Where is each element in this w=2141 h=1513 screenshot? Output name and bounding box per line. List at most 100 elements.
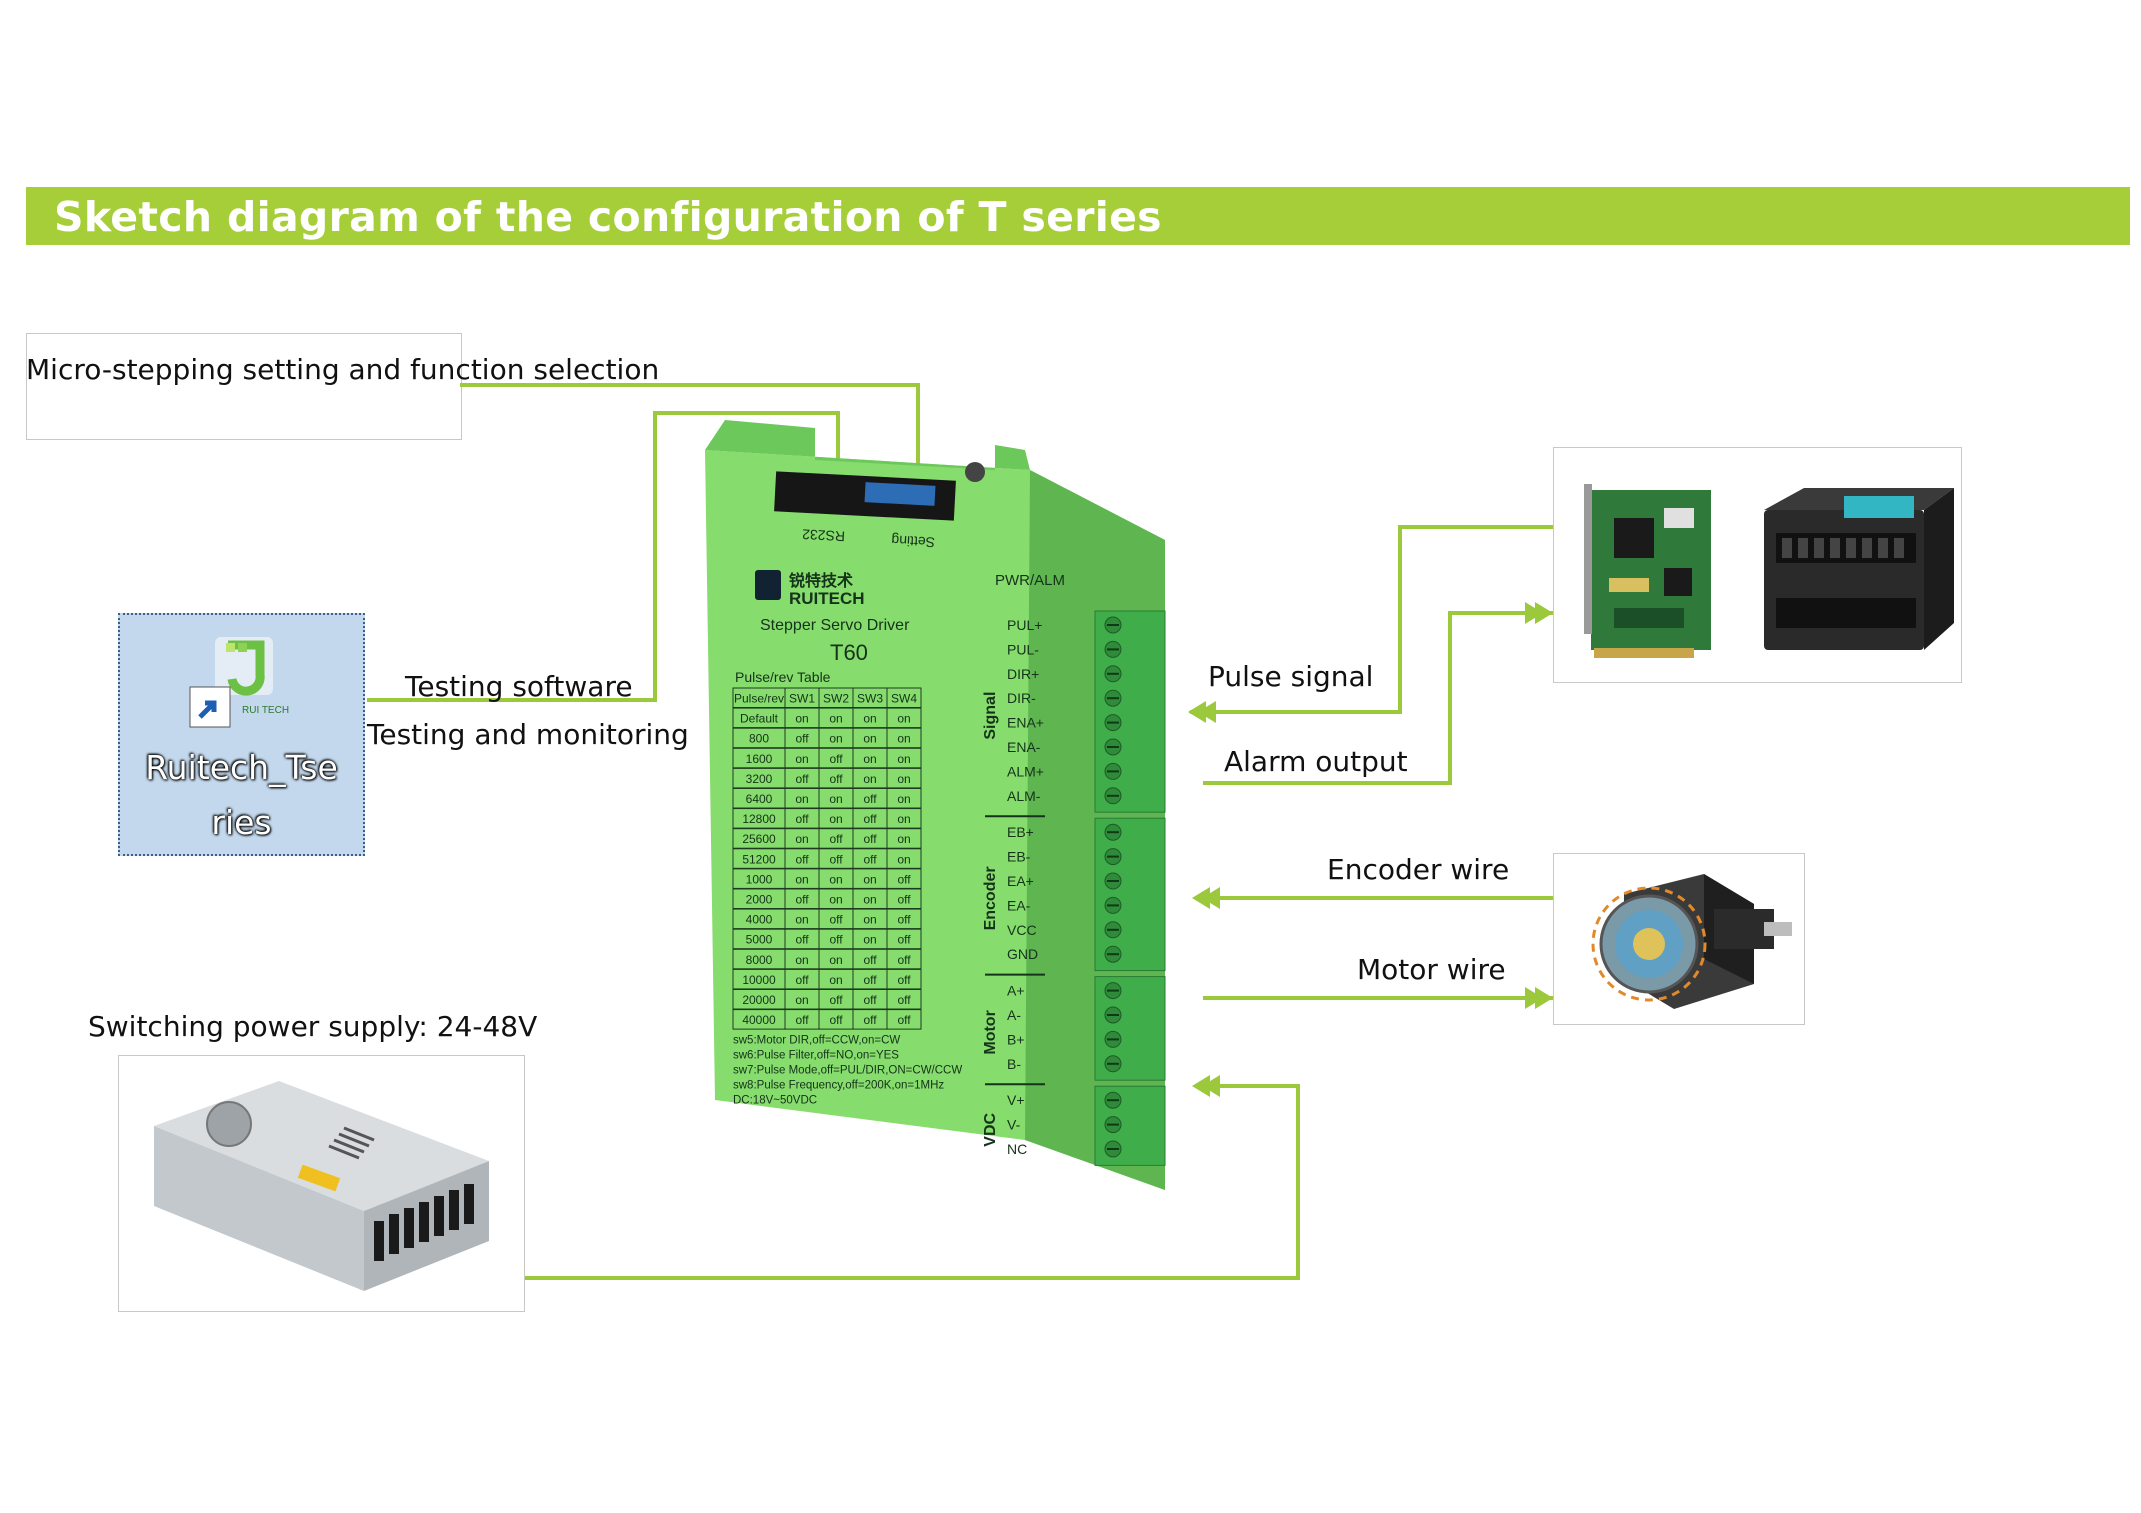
table-cell: off bbox=[863, 1013, 877, 1027]
driver-note-line: sw8:Pulse Frequency,off=200K,on=1MHz bbox=[733, 1080, 944, 1092]
table-cell: 6400 bbox=[746, 792, 773, 806]
table-cell: 1000 bbox=[746, 872, 773, 886]
table-cell: on bbox=[795, 993, 808, 1007]
table-cell: on bbox=[795, 792, 808, 806]
terminal-pin-label: V- bbox=[1007, 1117, 1021, 1133]
pwr-alm-label: PWR/ALM bbox=[995, 572, 1065, 589]
table-cell-border bbox=[886, 687, 922, 708]
terminal-pin-label: PUL- bbox=[1007, 641, 1039, 657]
table-cell: off bbox=[829, 832, 843, 846]
table-cell: 10000 bbox=[742, 973, 776, 987]
arrow-pulse-in-2 bbox=[1188, 701, 1206, 723]
title-banner bbox=[26, 187, 2130, 245]
driver-note-line: DC:18V~50VDC bbox=[733, 1095, 817, 1107]
driver-note-line: sw7:Pulse Mode,off=PUL/DIR,ON=CW/CCW bbox=[733, 1065, 962, 1077]
app-shortcut-icon: RUI TECH bbox=[189, 637, 289, 728]
driver-model: T60 bbox=[830, 640, 868, 665]
table-cell: off bbox=[829, 752, 843, 766]
table-cell: on bbox=[863, 752, 876, 766]
table-cell: on bbox=[863, 872, 876, 886]
motor-wire-label: Motor wire bbox=[1357, 953, 1506, 986]
power-supply-image bbox=[154, 1081, 489, 1291]
table-cell: off bbox=[897, 872, 911, 886]
table-header-cell: SW1 bbox=[789, 692, 815, 706]
table-cell-border bbox=[886, 747, 922, 769]
table-header-cell: SW4 bbox=[891, 692, 917, 706]
table-cell-border bbox=[886, 727, 922, 749]
arrow-pulse-in bbox=[1198, 701, 1216, 723]
table-cell: on bbox=[863, 732, 876, 746]
terminal-pin-label: ALM- bbox=[1007, 788, 1041, 804]
terminal-pin-label: PUL+ bbox=[1007, 617, 1042, 633]
table-cell-border bbox=[886, 928, 922, 950]
table-cell: on bbox=[897, 792, 910, 806]
power-supply-image-box bbox=[118, 1055, 525, 1312]
terminal-group-label: Encoder bbox=[982, 866, 999, 930]
table-cell: on bbox=[897, 752, 910, 766]
table-cell: on bbox=[829, 893, 842, 907]
pulse-signal-label: Pulse signal bbox=[1208, 660, 1374, 693]
table-cell: 8000 bbox=[746, 953, 773, 967]
terminal-pin-label: ENA- bbox=[1007, 739, 1041, 755]
table-cell: on bbox=[897, 852, 910, 866]
table-cell: 1600 bbox=[746, 752, 773, 766]
table-cell: Default bbox=[740, 712, 779, 726]
table-cell: on bbox=[829, 792, 842, 806]
table-cell: off bbox=[897, 993, 911, 1007]
power-supply-label: Switching power supply: 24-48V bbox=[88, 1010, 538, 1043]
terminal-pin-label: A- bbox=[1007, 1007, 1021, 1023]
ground-screw bbox=[965, 462, 985, 482]
terminal-block: SignalPUL+PUL-DIR+DIR-ENA+ENA-ALM+ALM-En… bbox=[982, 610, 1166, 1166]
software-shortcut[interactable]: RUI TECH bbox=[118, 613, 365, 856]
alarm-output-label: Alarm output bbox=[1224, 745, 1408, 778]
table-cell: off bbox=[897, 893, 911, 907]
table-cell: off bbox=[795, 812, 809, 826]
terminal-pin-label: EA+ bbox=[1007, 873, 1034, 889]
table-cell: off bbox=[897, 913, 911, 927]
table-cell-border bbox=[886, 1009, 922, 1030]
table-cell: on bbox=[795, 872, 808, 886]
table-cell: 4000 bbox=[746, 913, 773, 927]
table-cell: off bbox=[829, 772, 843, 786]
stepper-motor-image bbox=[1591, 874, 1792, 1009]
table-cell: on bbox=[829, 872, 842, 886]
shortcut-name: Ruitech_Tseries bbox=[145, 748, 338, 842]
controllers-illustration bbox=[1584, 484, 1954, 658]
ruitech-logo: 锐特技术 RUITECH bbox=[755, 570, 865, 608]
terminal-pin-label: B+ bbox=[1007, 1031, 1025, 1047]
terminal-pin-label: GND bbox=[1007, 946, 1038, 962]
table-cell: on bbox=[829, 953, 842, 967]
table-cell: 3200 bbox=[746, 772, 773, 786]
terminal-pin-label: DIR+ bbox=[1007, 666, 1039, 682]
terminal-group-label: Signal bbox=[982, 692, 999, 740]
table-cell: off bbox=[795, 772, 809, 786]
power-supply-connector bbox=[523, 1084, 1300, 1280]
table-cell: on bbox=[829, 812, 842, 826]
table-cell: off bbox=[795, 1013, 809, 1027]
setting-port-label: Setting bbox=[891, 532, 935, 550]
table-cell: off bbox=[795, 893, 809, 907]
table-cell: off bbox=[863, 953, 877, 967]
arrow-alarm-out-2 bbox=[1525, 602, 1543, 624]
terminal-pin-label: EB+ bbox=[1007, 824, 1034, 840]
table-cell: off bbox=[897, 933, 911, 947]
table-cell: on bbox=[863, 933, 876, 947]
motor-image-box bbox=[1553, 853, 1805, 1025]
brand-name: RUITECH bbox=[789, 589, 865, 608]
table-cell: on bbox=[829, 712, 842, 726]
page-title: Sketch diagram of the configuration of T… bbox=[54, 193, 1162, 241]
terminal-group-label: VDC bbox=[982, 1112, 999, 1146]
table-header-cell: SW3 bbox=[857, 692, 883, 706]
table-cell: off bbox=[829, 913, 843, 927]
table-cell: on bbox=[795, 752, 808, 766]
table-cell: 51200 bbox=[742, 852, 776, 866]
alarm-output-connector bbox=[1203, 611, 1553, 785]
table-cell: on bbox=[863, 913, 876, 927]
pulse-table-title: Pulse/rev Table bbox=[735, 669, 831, 685]
table-cell: 5000 bbox=[746, 933, 773, 947]
table-cell: off bbox=[795, 973, 809, 987]
driver-subtitle: Stepper Servo Driver bbox=[760, 617, 910, 634]
table-cell: on bbox=[897, 832, 910, 846]
